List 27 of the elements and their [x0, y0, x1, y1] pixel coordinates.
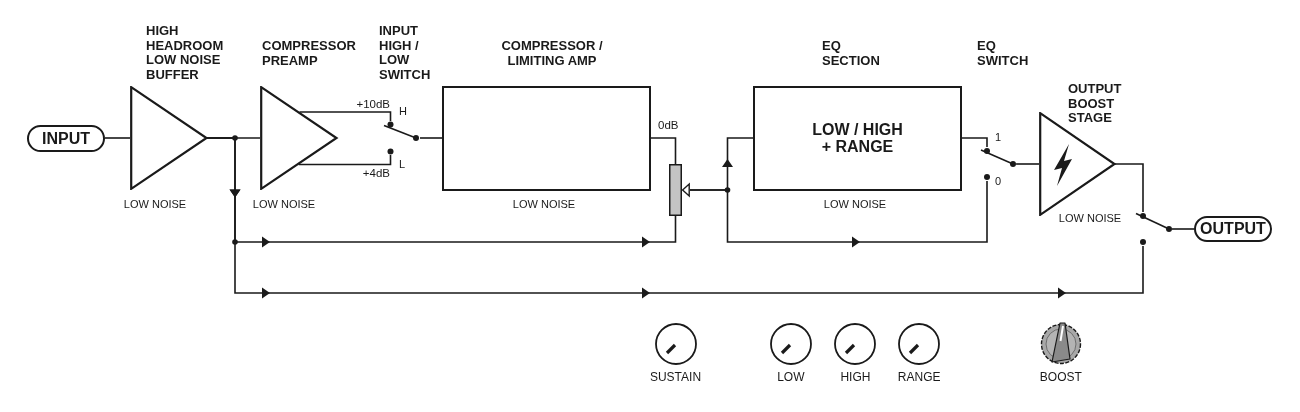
control-label: LOW — [777, 370, 805, 384]
contact-label: H — [399, 105, 407, 118]
control-label: HIGH — [840, 370, 871, 384]
edge-label: +4dB — [361, 167, 391, 180]
stage-note: LOW NOISE — [512, 198, 576, 211]
stage-heading: COMPRESSOR PREAMP — [262, 39, 357, 68]
stage-note: LOW NOISE — [123, 198, 187, 211]
contact-label: 1 — [995, 131, 1002, 144]
io-terminal: OUTPUT — [1194, 216, 1272, 242]
contact-label: L — [399, 158, 406, 171]
stage-note: LOW NOISE — [823, 198, 887, 211]
stage-heading: EQ SWITCH — [977, 39, 1030, 68]
stage-heading: HIGH HEADROOM LOW NOISE BUFFER — [146, 24, 225, 82]
contact-label: 0 — [995, 175, 1002, 188]
stage-note: LOW NOISE — [252, 198, 316, 211]
control-label: BOOST — [1039, 370, 1082, 384]
stage-note: LOW NOISE — [1058, 212, 1122, 225]
control-label: RANGE — [897, 370, 941, 384]
stage-heading: INPUT HIGH / LOW SWITCH — [379, 24, 432, 82]
io-terminal: INPUT — [27, 125, 105, 152]
stage-heading: COMPRESSOR / LIMITING AMP — [500, 39, 604, 68]
edge-label: 0dB — [657, 119, 680, 132]
stage-heading: OUTPUT BOOST STAGE — [1068, 82, 1123, 126]
stage-heading: EQ SECTION — [822, 39, 881, 68]
edge-label: +10dB — [355, 98, 391, 111]
block-text: LOW / HIGH + RANGE — [811, 121, 904, 155]
control-label: SUSTAIN — [649, 370, 702, 384]
